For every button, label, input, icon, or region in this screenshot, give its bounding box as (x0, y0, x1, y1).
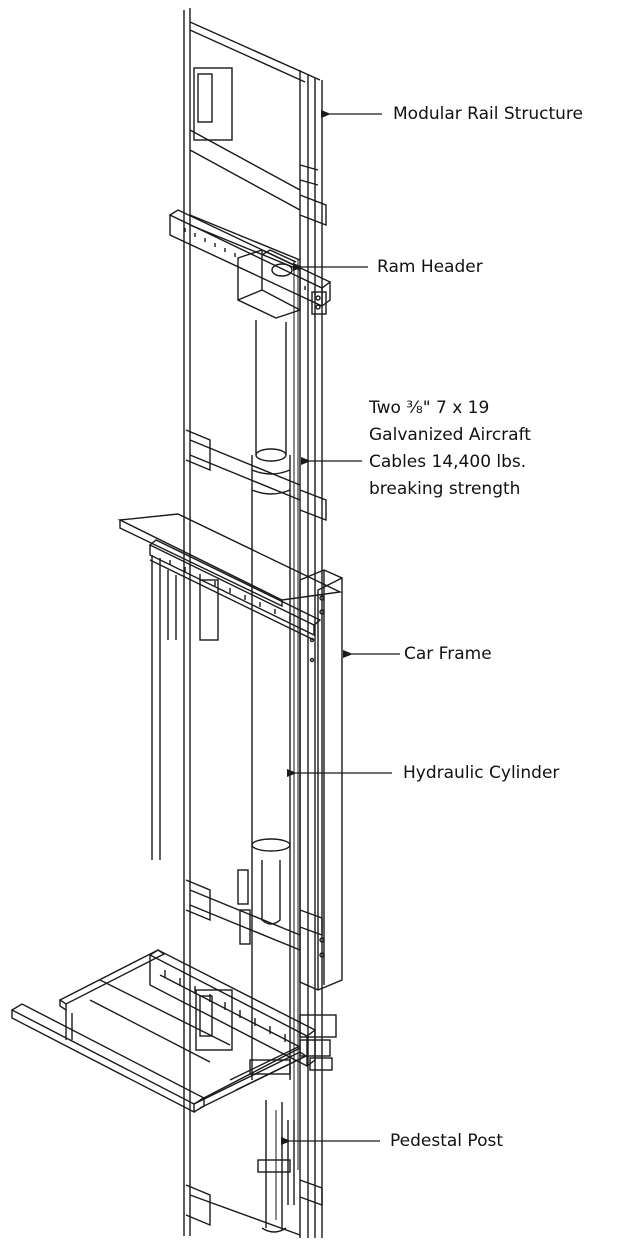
leader-lines (281, 110, 400, 1145)
hydraulic-cylinder-drawing (251, 260, 299, 1170)
rail-structure (183, 8, 327, 1238)
label-hydraulic-cylinder: Hydraulic Cylinder (403, 763, 560, 783)
label-pedestal-post: Pedestal Post (390, 1131, 503, 1151)
label-modular-rail-structure: Modular Rail Structure (393, 104, 583, 124)
label-ram-header: Ram Header (377, 257, 483, 277)
label-cables-line-4: breaking strength (369, 479, 521, 499)
platform-frame (10, 949, 337, 1114)
ram-header (168, 209, 332, 319)
label-cables-line-2: Galvanized Aircraft (369, 425, 531, 445)
label-cables-line-3: Cables 14,400 lbs. (369, 452, 527, 472)
pedestal-post-drawing (257, 1100, 295, 1233)
label-cables: Two ⅜" 7 x 19 Galvanized Aircraft Cables… (369, 395, 531, 503)
label-cables-line-1: Two ⅜" 7 x 19 (369, 398, 490, 418)
label-car-frame: Car Frame (404, 644, 492, 664)
car-frame-drawing (117, 513, 343, 991)
